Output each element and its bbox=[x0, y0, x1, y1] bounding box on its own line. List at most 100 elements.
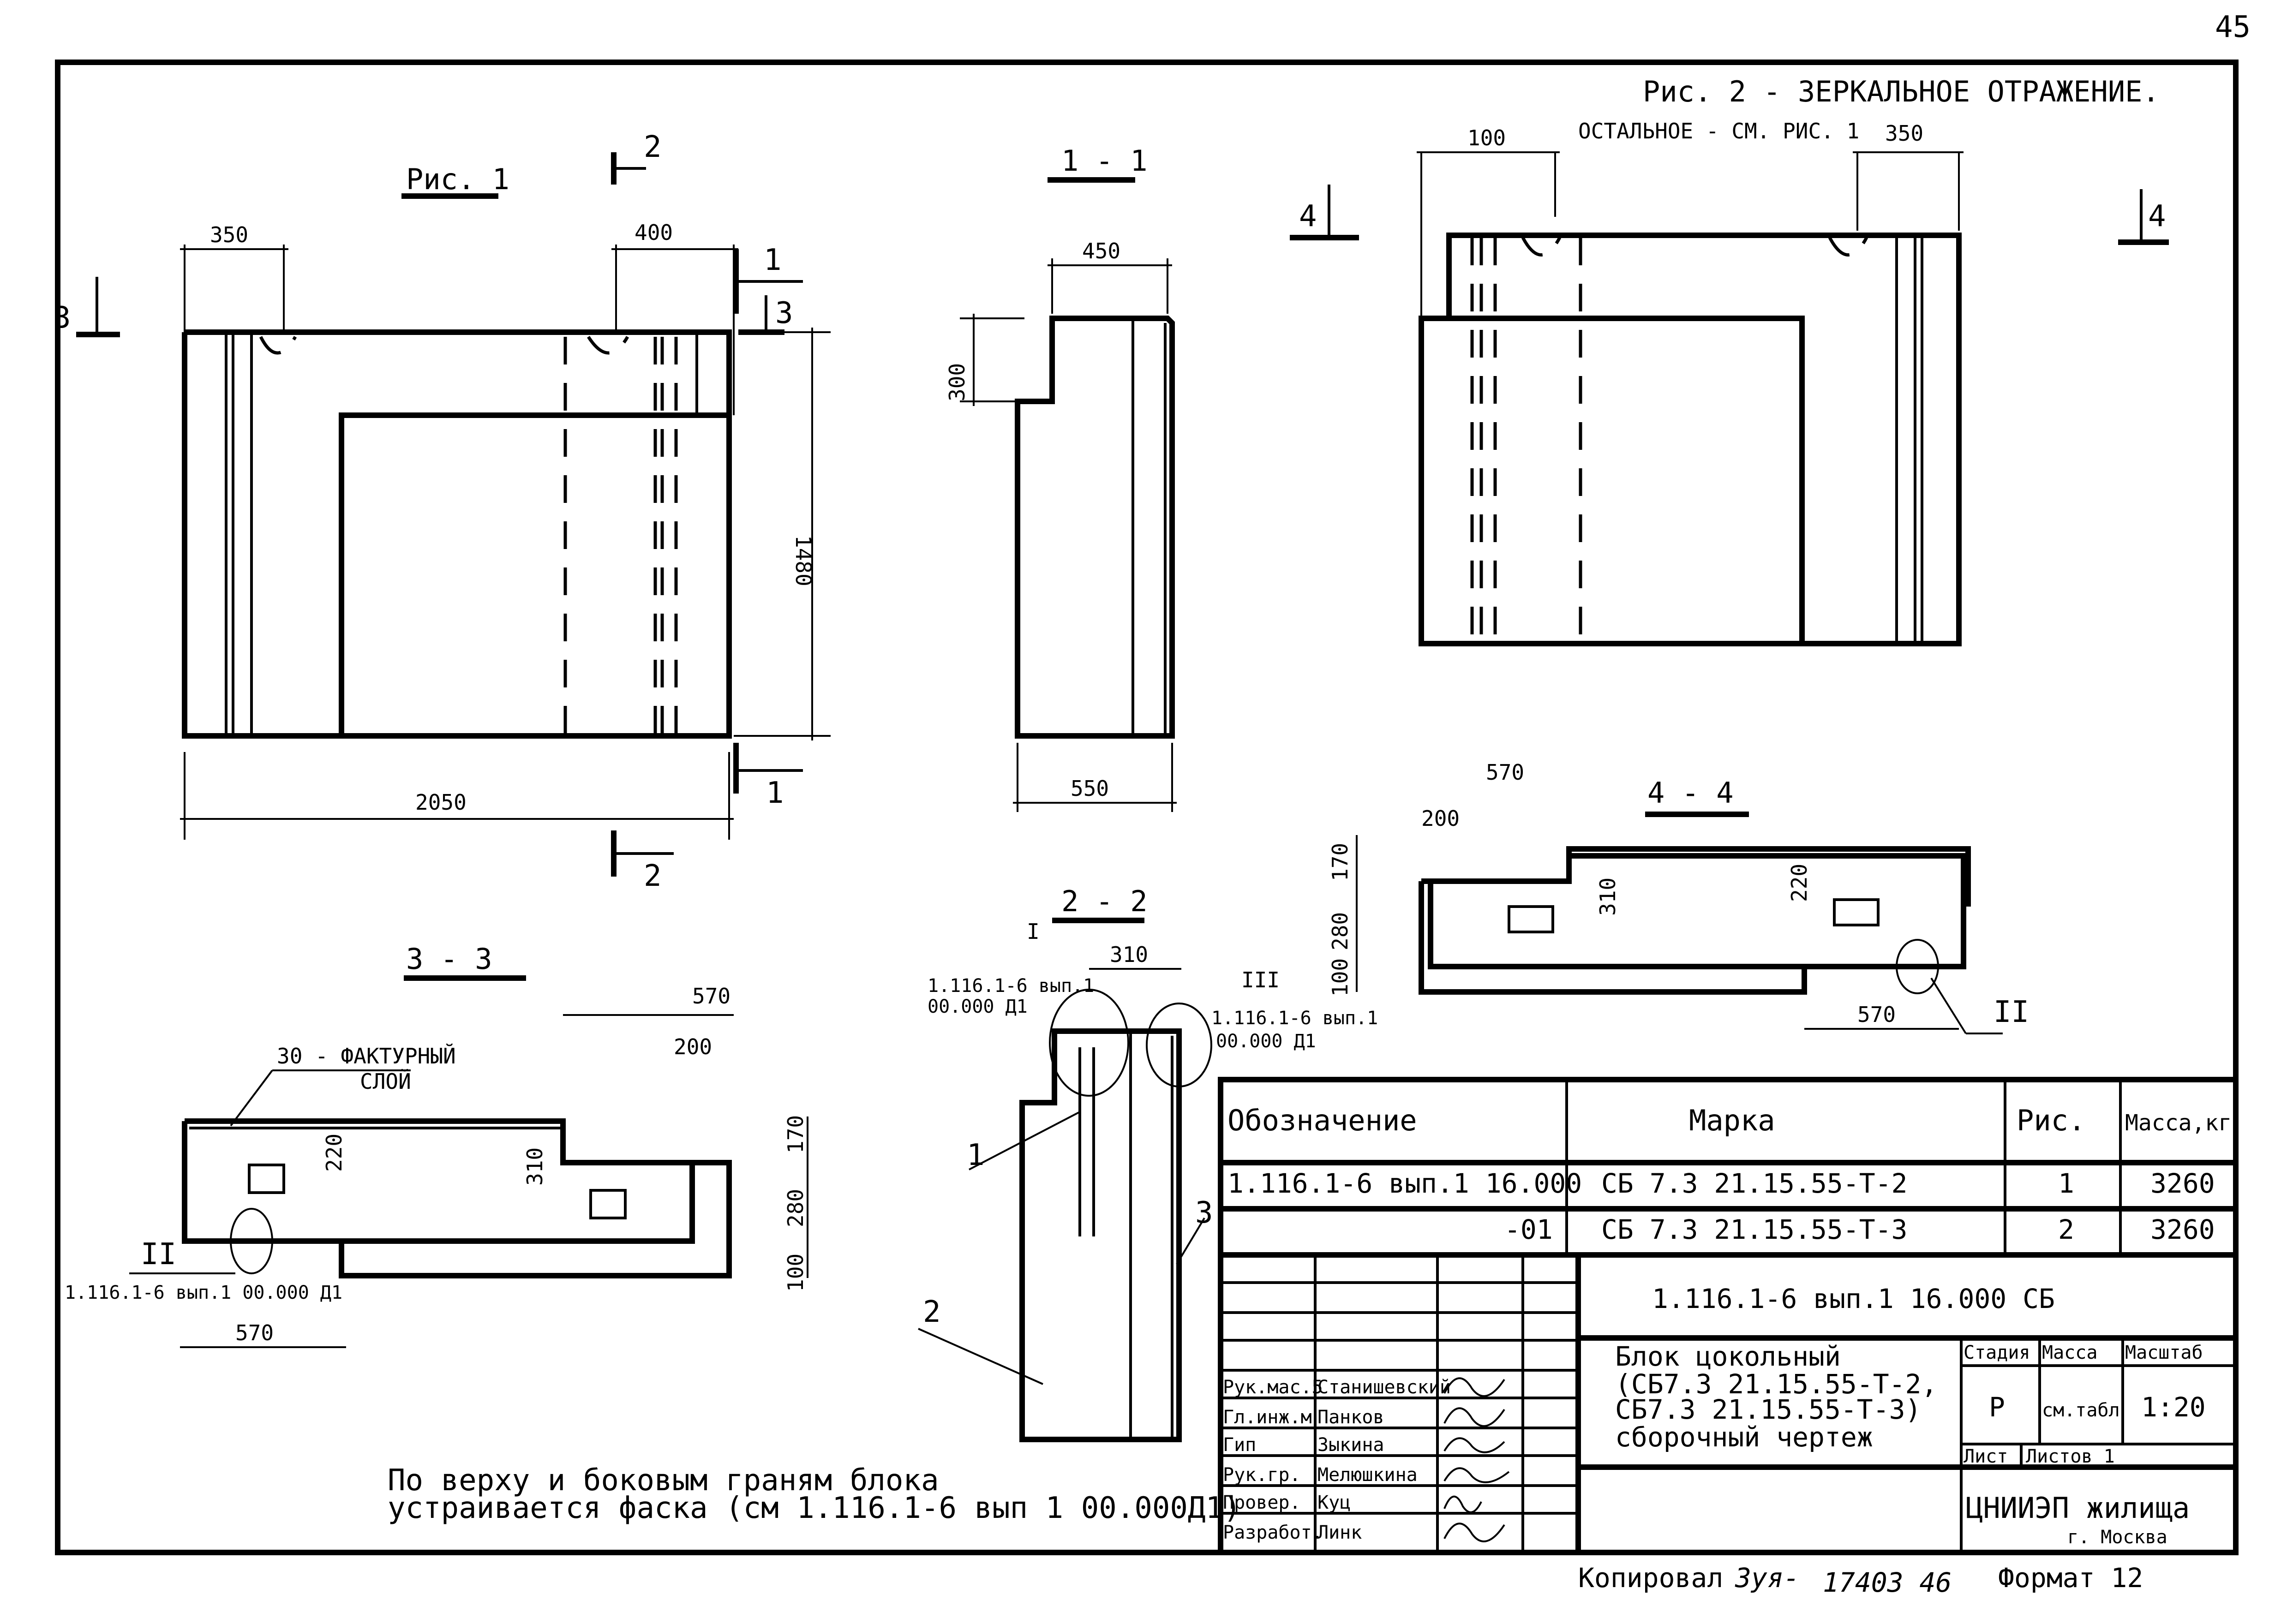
spec-table: Обозначение Марка Рис. Масса,кг 1.116.1-… bbox=[1218, 1077, 2239, 1258]
fig2-outline bbox=[1419, 233, 1962, 646]
fig1-outline bbox=[182, 329, 732, 739]
signature-icon bbox=[1443, 1467, 1510, 1483]
section-mark-3-left: 3 bbox=[53, 301, 71, 335]
name-line-1: Блок цокольный bbox=[1615, 1341, 1841, 1372]
copied-signature: Зуя- bbox=[1735, 1562, 1800, 1594]
section-mark-4-left: 4 bbox=[1299, 199, 1317, 233]
row-fig: 2 bbox=[2058, 1214, 2074, 1245]
sec33-dim-170: 170 bbox=[783, 1115, 808, 1153]
sec33-inner-outline bbox=[182, 1121, 695, 1244]
mass-value: см.табл bbox=[2042, 1400, 2120, 1421]
note-line-1: По верху и боковым граням блока bbox=[388, 1463, 939, 1498]
section-2-2: 2 - 2 310 I 1.116.1-6 вып.1 00.000 Д1 II… bbox=[918, 884, 1378, 1442]
staff-row: Провер. Куц bbox=[1223, 1492, 1482, 1513]
staff-row: Гл.инж.м Панков bbox=[1223, 1407, 1505, 1428]
name-line-2: (СБ7.3 21.15.55-Т-2, bbox=[1615, 1368, 1937, 1400]
row-mark: СБ 7.3 21.15.55-Т-3 bbox=[1601, 1214, 1907, 1245]
sec22-position-1: 1 bbox=[967, 1138, 985, 1172]
spec-header-mass: Масса,кг bbox=[2125, 1110, 2232, 1136]
scale-value: 1:20 bbox=[2141, 1391, 2206, 1423]
section-1-1: 1 - 1 450 300 550 bbox=[945, 144, 1177, 812]
sec11-title: 1 - 1 bbox=[1061, 144, 1148, 178]
staff-name: Зыкина bbox=[1317, 1434, 1384, 1456]
sheets-label: Листов 1 bbox=[2026, 1446, 2115, 1467]
staff-name: Линк bbox=[1317, 1522, 1362, 1543]
org-line-2: г. Москва bbox=[2067, 1527, 2167, 1548]
sec33-loop-socket bbox=[248, 1164, 285, 1194]
sec22-callout-mark-3: III bbox=[1241, 967, 1280, 992]
spec-header-fig: Рис. bbox=[2017, 1104, 2085, 1137]
sec33-callout-mark-2: II bbox=[141, 1237, 176, 1272]
name-line-3: СБ7.3 21.15.55-Т-3) bbox=[1615, 1394, 1921, 1425]
sec33-callout-circle-2 bbox=[230, 1208, 273, 1274]
sec44-dim-570-bottom: 570 bbox=[1857, 1002, 1896, 1027]
sec22-callout-circle-3 bbox=[1146, 1003, 1212, 1087]
stage-value: Р bbox=[1989, 1391, 2005, 1423]
fig1-dim-2050: 2050 bbox=[415, 790, 467, 815]
section-mark-2-bottom: 2 bbox=[644, 859, 662, 893]
sec44-dim-170: 170 bbox=[1328, 843, 1353, 881]
signature-icon bbox=[1443, 1407, 1505, 1427]
spec-header-mark: Марка bbox=[1689, 1104, 1775, 1137]
sec44-callout-mark-2: II bbox=[1994, 995, 2029, 1029]
sec44-dim-310: 310 bbox=[1595, 878, 1620, 916]
sec22-callout3-ref2: 00.000 Д1 bbox=[1216, 1031, 1316, 1052]
page-number: 45 bbox=[2215, 10, 2251, 44]
staff-row: Рук.гр. Мелюшкина bbox=[1223, 1464, 1510, 1486]
staff-role: Разработ. bbox=[1223, 1522, 1323, 1543]
staff-role: Рук.гр. bbox=[1223, 1464, 1301, 1486]
fig1-dim-350: 350 bbox=[210, 222, 248, 247]
sec44-dim-570-top: 570 bbox=[1486, 760, 1524, 785]
sec44-title: 4 - 4 bbox=[1647, 776, 1734, 810]
org-line-1: ЦНИИЭП жилища bbox=[1966, 1491, 2190, 1525]
row-mass: 3260 bbox=[2150, 1168, 2215, 1199]
fig1-dim-1480: 1480 bbox=[791, 535, 816, 586]
sec33-layer-note-1: 30 - ФАКТУРНЫЙ bbox=[277, 1044, 456, 1069]
sec44-inner-outline bbox=[1428, 853, 1966, 969]
stage-label: Стадия bbox=[1964, 1342, 2030, 1363]
scale-label: Масштаб bbox=[2125, 1342, 2203, 1363]
fig1-dim-400: 400 bbox=[635, 220, 673, 245]
staff-row: Разработ. Линк bbox=[1223, 1522, 1505, 1543]
sec22-callout3-ref1: 1.116.1-6 вып.1 bbox=[1211, 1008, 1378, 1029]
sec33-dim-200: 200 bbox=[674, 1034, 712, 1059]
signature-icon bbox=[1443, 1522, 1505, 1542]
sec44-loop-socket bbox=[1508, 905, 1554, 933]
sec33-layer-note-2: СЛОЙ bbox=[360, 1069, 411, 1094]
sec22-position-3: 3 bbox=[1195, 1196, 1213, 1230]
sec11-dim-300: 300 bbox=[945, 363, 970, 401]
section-3-3: 3 - 3 30 - ФАКТУРНЫЙ СЛОЙ 570 200 220 31… bbox=[65, 942, 808, 1348]
sec33-outline bbox=[185, 1118, 732, 1278]
sec22-position-2: 2 bbox=[923, 1295, 941, 1329]
sec44-outline bbox=[1419, 846, 1971, 995]
fig2-dim-100: 100 bbox=[1467, 125, 1506, 150]
spec-header-designation: Обозначение bbox=[1227, 1104, 1417, 1137]
sec22-callout-mark-1: I bbox=[1027, 919, 1040, 944]
row-designation: -01 bbox=[1504, 1214, 1553, 1245]
fig1-title: Рис. 1 bbox=[406, 162, 509, 196]
signature-icon bbox=[1443, 1437, 1505, 1453]
sec44-callout-circle-2 bbox=[1896, 939, 1939, 994]
table-row: -01 СБ 7.3 21.15.55-Т-3 2 3260 bbox=[1504, 1214, 2215, 1245]
title-block: 1.116.1-6 вып.1 16.000 СБ Блок цокольный… bbox=[1218, 1252, 2239, 1555]
staff-name: Мелюшкина bbox=[1317, 1464, 1418, 1486]
order-number: 17403 46 bbox=[1823, 1567, 1952, 1598]
sec44-dim-220: 220 bbox=[1787, 864, 1812, 902]
table-row: 1.116.1-6 вып.1 16.000 СБ 7.3 21.15.55-Т… bbox=[1227, 1168, 2215, 1199]
sec33-loop-socket bbox=[589, 1189, 627, 1219]
staff-role: Гл.инж.м bbox=[1223, 1407, 1312, 1428]
sec33-dim-280: 280 bbox=[783, 1189, 808, 1227]
staff-name: Куц bbox=[1317, 1492, 1351, 1513]
format-label: Формат 12 bbox=[1998, 1562, 2143, 1594]
staff-name: Панков bbox=[1317, 1407, 1384, 1428]
section-mark-1-top: 1 bbox=[764, 243, 782, 277]
sec22-outline bbox=[1019, 1028, 1182, 1442]
fig2-subtitle: ОСТАЛЬНОЕ - СМ. РИС. 1 bbox=[1578, 119, 1859, 143]
staff-role: Гип bbox=[1223, 1434, 1256, 1456]
signature-icon bbox=[1443, 1377, 1505, 1397]
sec22-dim-310: 310 bbox=[1110, 942, 1148, 967]
sec44-dim-100: 100 bbox=[1328, 958, 1353, 997]
sec44-loop-socket bbox=[1833, 898, 1880, 926]
sec33-callout-ref: 1.116.1-6 вып.1 00.000 Д1 bbox=[65, 1282, 342, 1303]
section-4-4: 4 - 4 570 200 310 220 170 280 100 570 II bbox=[1328, 760, 2029, 1034]
